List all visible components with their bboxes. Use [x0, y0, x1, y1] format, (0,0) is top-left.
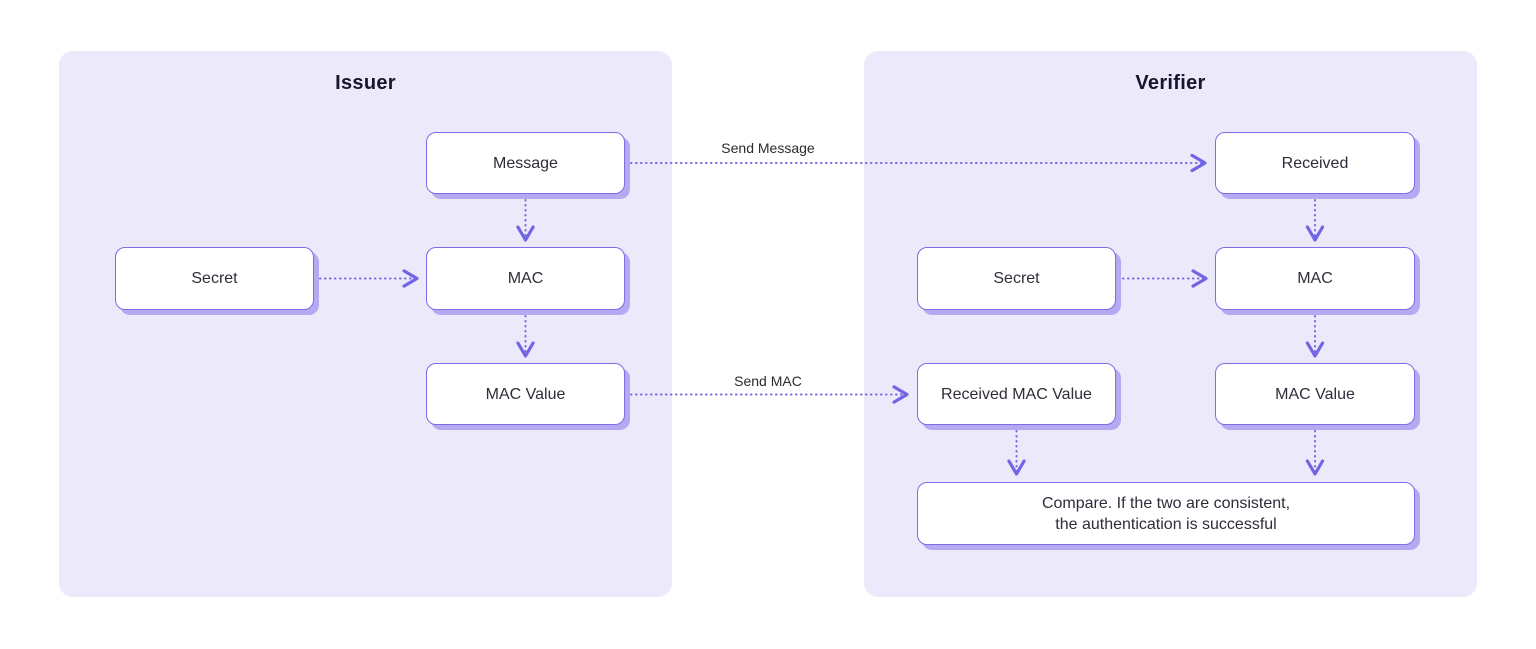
node-verifier-mac: MAC [1215, 247, 1415, 310]
node-issuer-mac-value-label: MAC Value [485, 385, 566, 403]
node-issuer-secret-label: Secret [191, 270, 238, 287]
send-message-label: Send Message [721, 140, 815, 156]
node-verifier-received-mac-value-label: Received MAC Value [941, 385, 1092, 403]
node-verifier-received-mac-value: Received MAC Value [917, 363, 1116, 425]
node-issuer-mac-value: MAC Value [426, 363, 625, 425]
node-verifier-secret-label: Secret [993, 270, 1040, 287]
send-mac-label: Send MAC [734, 373, 802, 389]
node-verifier-compare: Compare. If the two are consistent, the … [917, 482, 1415, 545]
node-verifier-received-label: Received [1281, 154, 1349, 172]
node-verifier-secret: Secret [917, 247, 1116, 310]
node-verifier-compare-line1: Compare. If the two are consistent, [1041, 494, 1291, 512]
node-issuer-mac-label: MAC [507, 270, 544, 287]
node-issuer-mac: MAC [426, 247, 625, 310]
node-issuer-secret: Secret [115, 247, 314, 310]
verifier-panel-title: Verifier [1135, 72, 1206, 94]
node-issuer-message: Message [426, 132, 625, 194]
node-issuer-message-label: Message [493, 154, 558, 172]
node-verifier-mac-value: MAC Value [1215, 363, 1415, 425]
node-verifier-compare-line2: the authentication is successful [1055, 515, 1277, 533]
issuer-panel-title: Issuer [335, 72, 396, 94]
node-verifier-mac-value-label: MAC Value [1275, 385, 1355, 403]
node-verifier-received: Received [1215, 132, 1415, 194]
node-verifier-mac-label: MAC [1297, 270, 1333, 287]
